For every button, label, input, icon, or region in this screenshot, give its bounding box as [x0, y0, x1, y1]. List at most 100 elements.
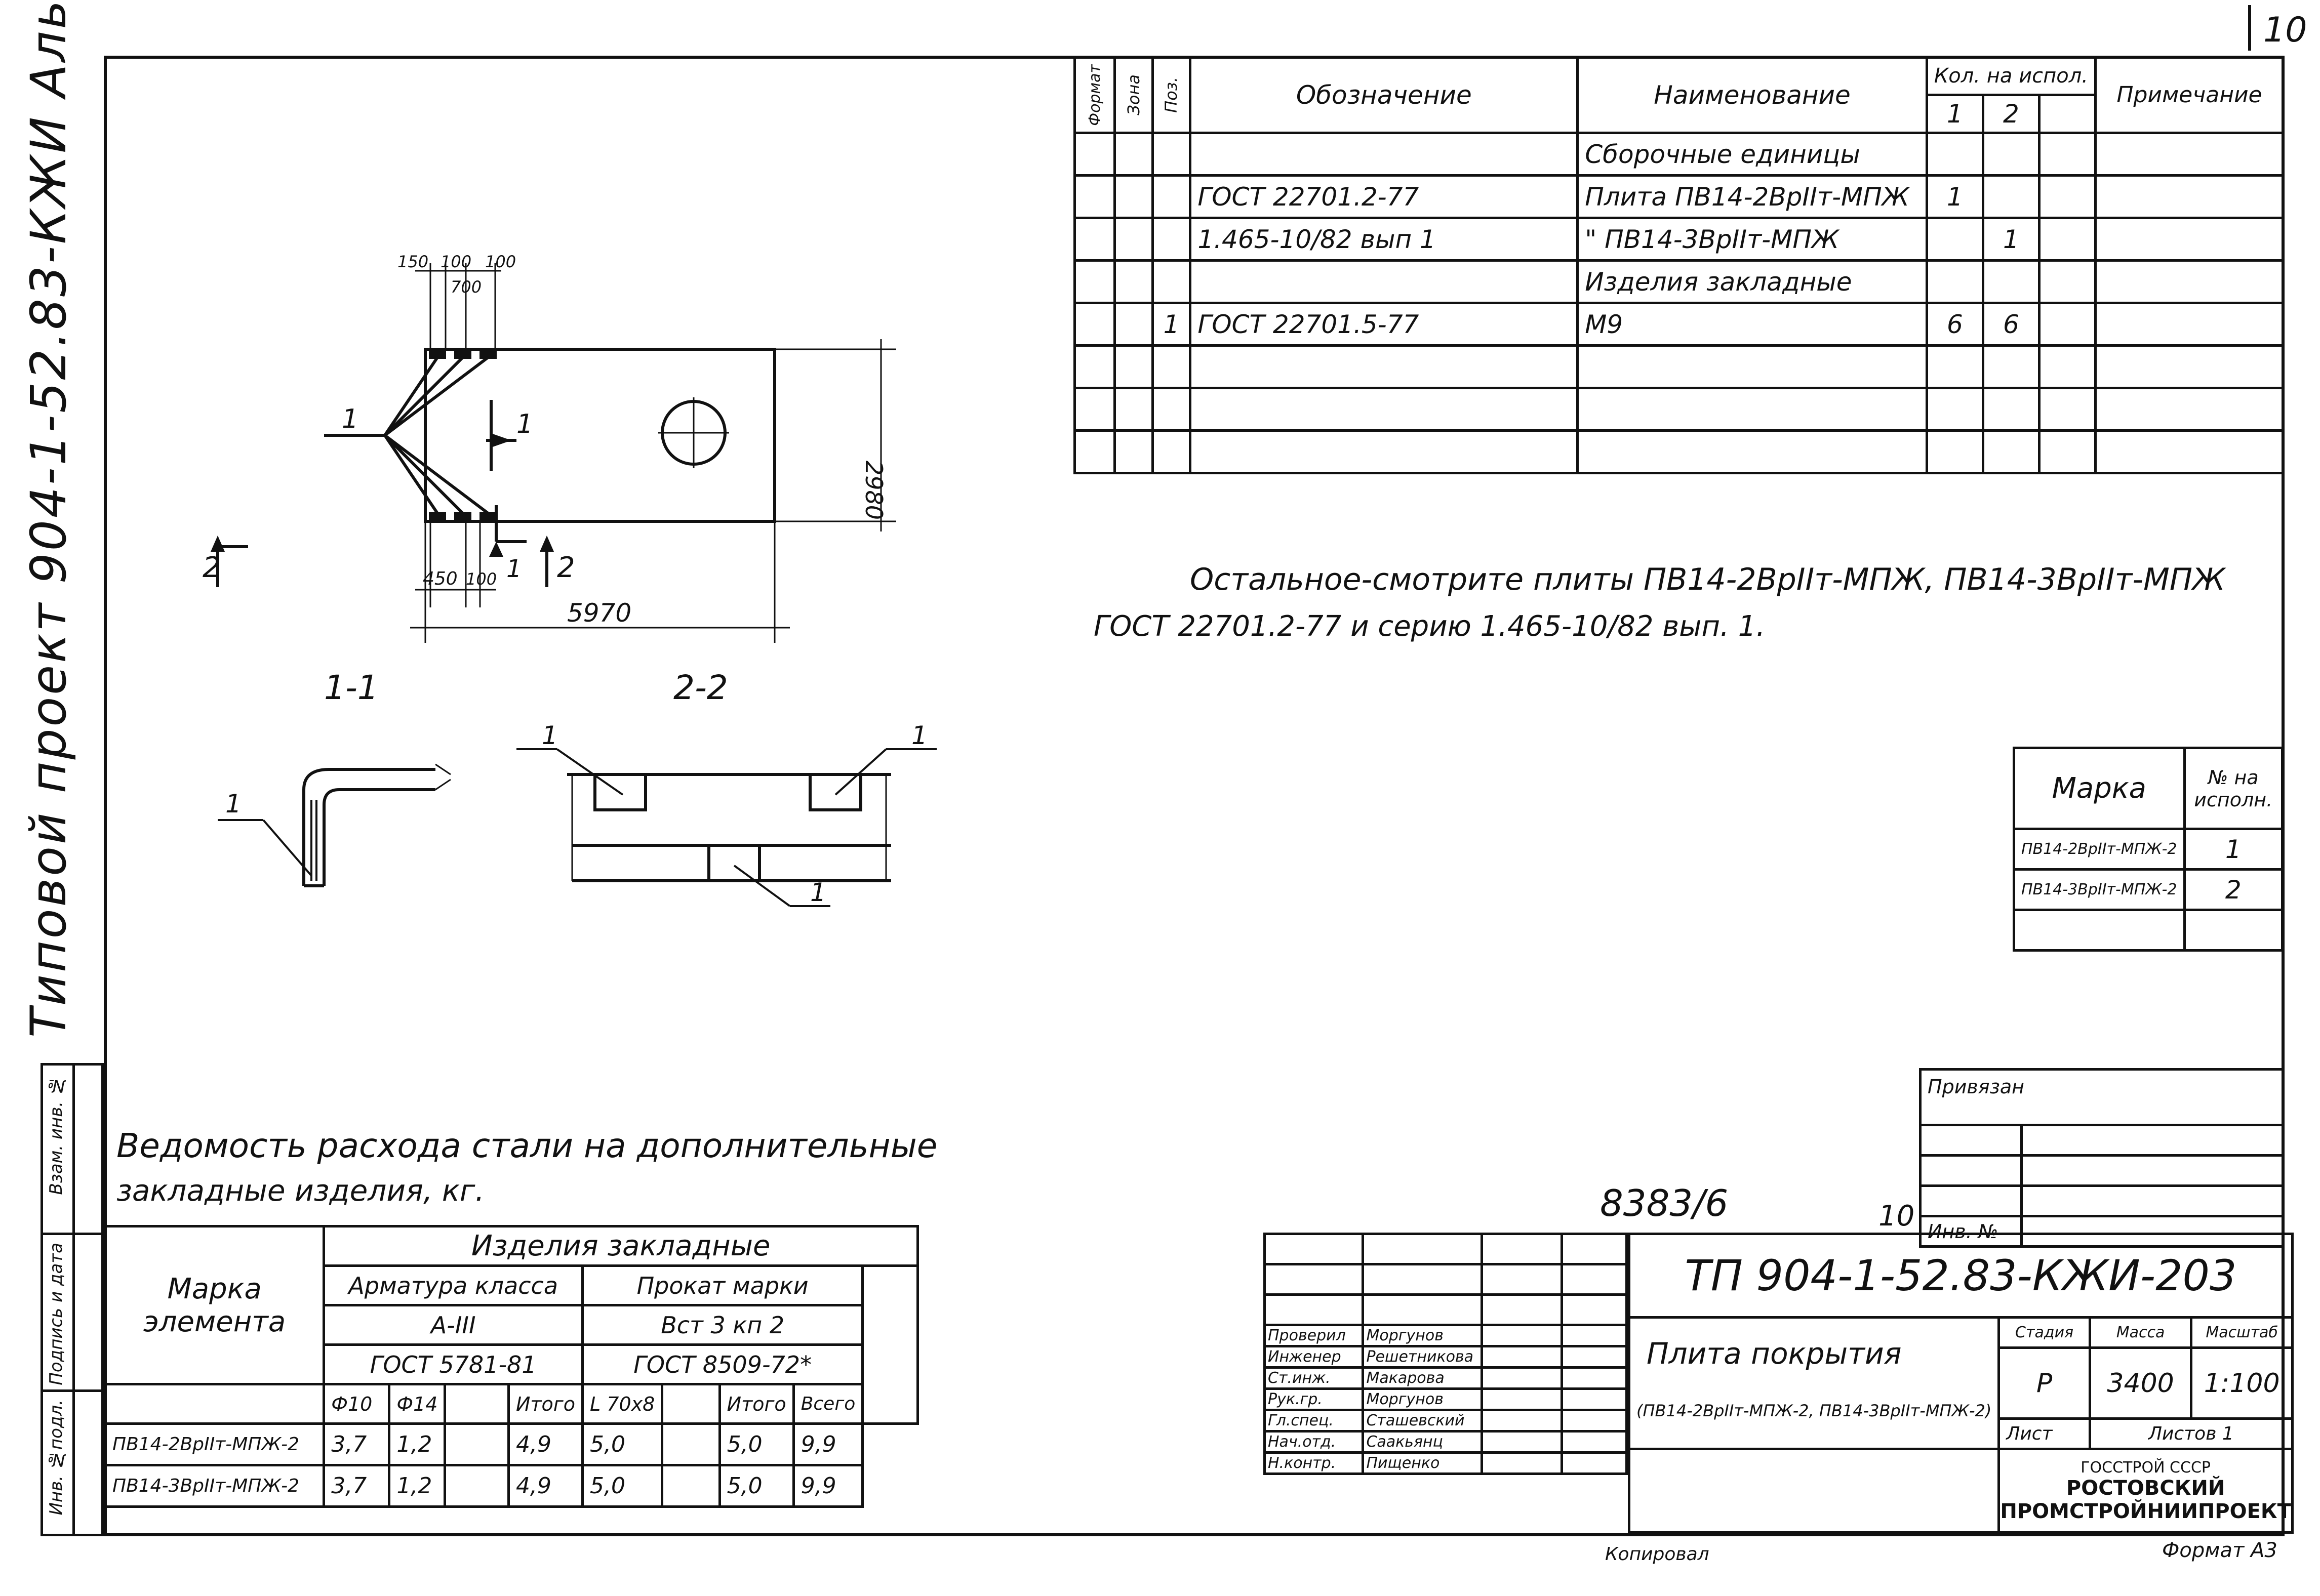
copied-label: Копировал [1605, 1544, 1709, 1565]
steel-value-cell [661, 1464, 721, 1508]
staff-role: Нач.отд. [1263, 1430, 1365, 1454]
org-line3: ПРОМСТРОЙНИИПРОЕКТ [2000, 1499, 2291, 1523]
spec-qty3 [2037, 132, 2097, 177]
spec-zone-cell [1113, 217, 1154, 262]
steel-h-rolled-mark: Вст 3 кп 2 [581, 1304, 864, 1346]
plan-cut2-left: 2 [203, 551, 221, 584]
staff-date [1560, 1409, 1628, 1433]
spec-zone-cell [1113, 302, 1154, 347]
mass-header: Масса [2088, 1316, 2193, 1349]
staff-role: Гл.спец. [1263, 1409, 1365, 1433]
steel-value-cell [444, 1464, 510, 1508]
staff-row: Ст.инж.Макарова [1263, 1366, 1628, 1390]
note-line1: Остальное-смотрите плиты ПВ14-2ВрIIт-МПЖ… [1190, 562, 2225, 597]
steel-value-cell: 1,2 [388, 1464, 447, 1508]
steel-title-1: Ведомость расхода стали на дополнительны… [116, 1126, 938, 1165]
side-stamp-inv: Инв. №подл. [46, 1400, 66, 1516]
spec-note [2094, 132, 2285, 177]
spec-qty1 [1925, 217, 1984, 262]
side-stamp-sign: Подпись и дата [46, 1243, 66, 1385]
staff-row: Нач.отд.Саакьянц [1263, 1430, 1628, 1454]
spec-row: Изделия закладные [1073, 259, 2285, 304]
main-title-block: ТП 904-1-52.83-КЖИ-203 Плита покрытия (П… [1627, 1233, 2294, 1534]
spec-qty1 [1925, 429, 1984, 474]
steel-value-cell: 3,7 [323, 1422, 391, 1466]
steel-value-cell: 9,9 [792, 1464, 864, 1508]
steel-table: Марка элемента Изделия закладные Арматур… [103, 1225, 919, 1508]
spec-qty3 [2037, 302, 2097, 347]
spec-pos [1151, 259, 1192, 304]
spec-qty2: 1 [1981, 217, 2041, 262]
spec-note [2094, 302, 2285, 347]
spec-qty1 [1925, 344, 1984, 389]
steel-col-total-all: Всего [792, 1383, 864, 1425]
plan-drawing: 1 1 1 2 2 150 100 100 700 2980 450 100 5… [203, 252, 896, 643]
spec-qty3 [2037, 344, 2097, 389]
plan-dim-100a: 100 [441, 252, 471, 271]
steel-h-mark: Марка элемента [103, 1225, 326, 1385]
spec-row: Сборочные единицы [1073, 132, 2285, 177]
steel-col-header: L 70x8 [581, 1383, 664, 1425]
spec-qty3 [2037, 217, 2097, 262]
spec-qty3 [2037, 429, 2097, 474]
steel-value-cell: 4,9 [507, 1422, 584, 1466]
steel-mark-cell: ПВ14-3ВрIIт-МПЖ-2 [103, 1464, 326, 1508]
spec-row [1073, 387, 2285, 432]
spec-note [2094, 259, 2285, 304]
mark-h-num: № на исполн. [2183, 747, 2284, 830]
mark-cell: ПВ14-3ВрIIт-МПЖ-2 [2013, 868, 2186, 911]
steel-col-header: Ф14 [388, 1383, 447, 1425]
section-2-callout-c: 1 [810, 878, 826, 907]
spec-designation [1189, 344, 1579, 389]
spec-pos [1151, 174, 1192, 219]
spec-name [1576, 387, 1928, 432]
spec-designation: ГОСТ 22701.2-77 [1189, 174, 1579, 219]
spec-qty2 [1981, 387, 2041, 432]
spec-zone-cell [1113, 344, 1154, 389]
section-2-callout-a: 1 [542, 721, 558, 750]
spec-table: Формат Зона Поз. Обозначение Наименовани… [1073, 56, 2285, 474]
section-1-title: 1-1 [324, 668, 379, 707]
scale-value: 1:100 [2190, 1346, 2294, 1420]
scale-header: Масштаб [2190, 1316, 2294, 1349]
staff-signature [1481, 1324, 1563, 1347]
steel-value-cell: 3,7 [323, 1464, 391, 1508]
spec-format-cell [1073, 387, 1116, 432]
mark-num-cell: 2 [2183, 868, 2284, 911]
archive-sheet: 10 [1878, 1200, 1915, 1233]
spec-zone-cell [1113, 429, 1154, 474]
staff-name: Макарова [1362, 1366, 1484, 1390]
spec-qty2 [1981, 344, 2041, 389]
project-code: ТП 904-1-52.83-КЖИ-203 [1628, 1233, 2294, 1319]
spec-format-cell [1073, 132, 1116, 177]
steel-h-arm: Арматура класса [323, 1264, 584, 1306]
spec-qty1 [1925, 387, 1984, 432]
steel-h-arm-gost: ГОСТ 5781-81 [323, 1343, 584, 1385]
steel-value-cell: 5,0 [718, 1422, 795, 1466]
section-2-drawing: 1 1 1 [516, 721, 937, 907]
spec-qty3 [2037, 174, 2097, 219]
spec-note [2094, 387, 2285, 432]
section-1-drawing: 1 [218, 763, 451, 887]
spec-pos: 1 [1151, 302, 1192, 347]
staff-row: Гл.спец.Сташевский [1263, 1409, 1628, 1433]
plan-cut2-bottom: 2 [557, 551, 575, 584]
steel-value-cell: 9,9 [792, 1422, 864, 1466]
format-label: Формат А3 [2162, 1539, 2277, 1562]
spec-note [2094, 174, 2285, 219]
staff-date [1560, 1324, 1628, 1347]
spec-h-designation: Обозначение [1189, 56, 1579, 134]
org-line2: РОСТОВСКИЙ [2066, 1476, 2225, 1500]
staff-date [1560, 1451, 1628, 1475]
side-stamp-replace: Взам. инв. № [46, 1076, 66, 1195]
staff-date [1560, 1345, 1628, 1369]
spec-format-cell [1073, 302, 1116, 347]
spec-row [1073, 344, 2285, 389]
spec-name: Изделия закладные [1576, 259, 1928, 304]
